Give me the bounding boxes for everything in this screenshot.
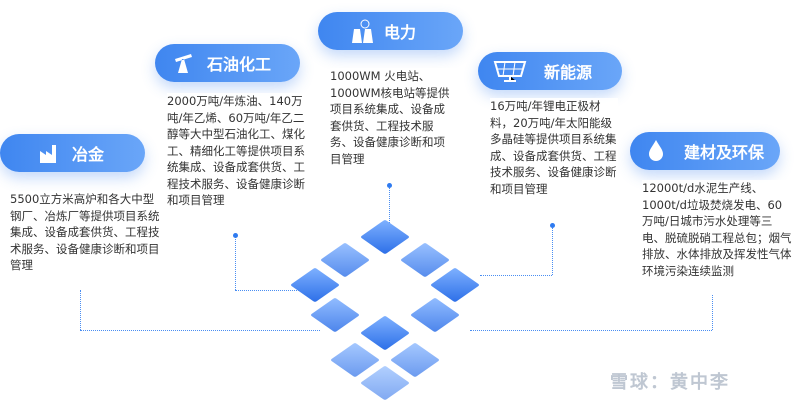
cooling-tower-icon [348,18,376,44]
connector-line [552,225,553,275]
connector-line [389,185,390,225]
category-description: 16万吨/年锂电正极材料，20万吨/年太阳能级多晶硅等提供项目系统集成、设备成套… [490,98,618,197]
category-description: 12000t/d水泥生产线、1000t/d垃圾焚烧发电、60万吨/日城市污水处理… [642,180,792,279]
solar-panel-icon [492,58,530,84]
category-title: 冶金 [72,145,105,164]
connector-dot [387,183,392,188]
category-metallurgy: 冶金 [0,134,145,172]
category-new-energy: 新能源 [478,52,622,90]
connector-dot [233,233,238,238]
oil-pump-icon [171,50,199,76]
connector-dot [550,223,555,228]
connector-line [470,330,712,331]
category-title: 新能源 [544,63,593,82]
category-title: 电力 [384,23,417,42]
connector-line [235,235,236,290]
connector-line [80,290,81,330]
category-petrochemical: 石油化工 [155,44,300,82]
factory-icon [36,140,64,166]
connector-line [235,290,305,291]
category-description: 2000万吨/年炼油、140万吨/年乙烯、60万吨/年乙二醇等大中型石油化工、煤… [167,93,307,209]
category-description: 5500立方米高炉和各大中型钢厂、冶炼厂等提供项目系统集成、设备成套供货、工程技… [10,191,160,274]
category-title: 石油化工 [207,55,272,74]
water-drop-icon [642,138,670,164]
category-title: 建材及环保 [684,143,765,162]
category-building-materials-environment: 建材及环保 [630,132,780,170]
watermark: 雪球：黄中李 [610,372,730,393]
connector-line [712,295,713,330]
category-description: 1000WM 火电站、1000WM核电站等提供项目系统集成、设备成套供货、工程技… [330,68,455,167]
connector-line [480,275,552,276]
category-power: 电力 [318,12,463,50]
connector-line [80,330,320,331]
